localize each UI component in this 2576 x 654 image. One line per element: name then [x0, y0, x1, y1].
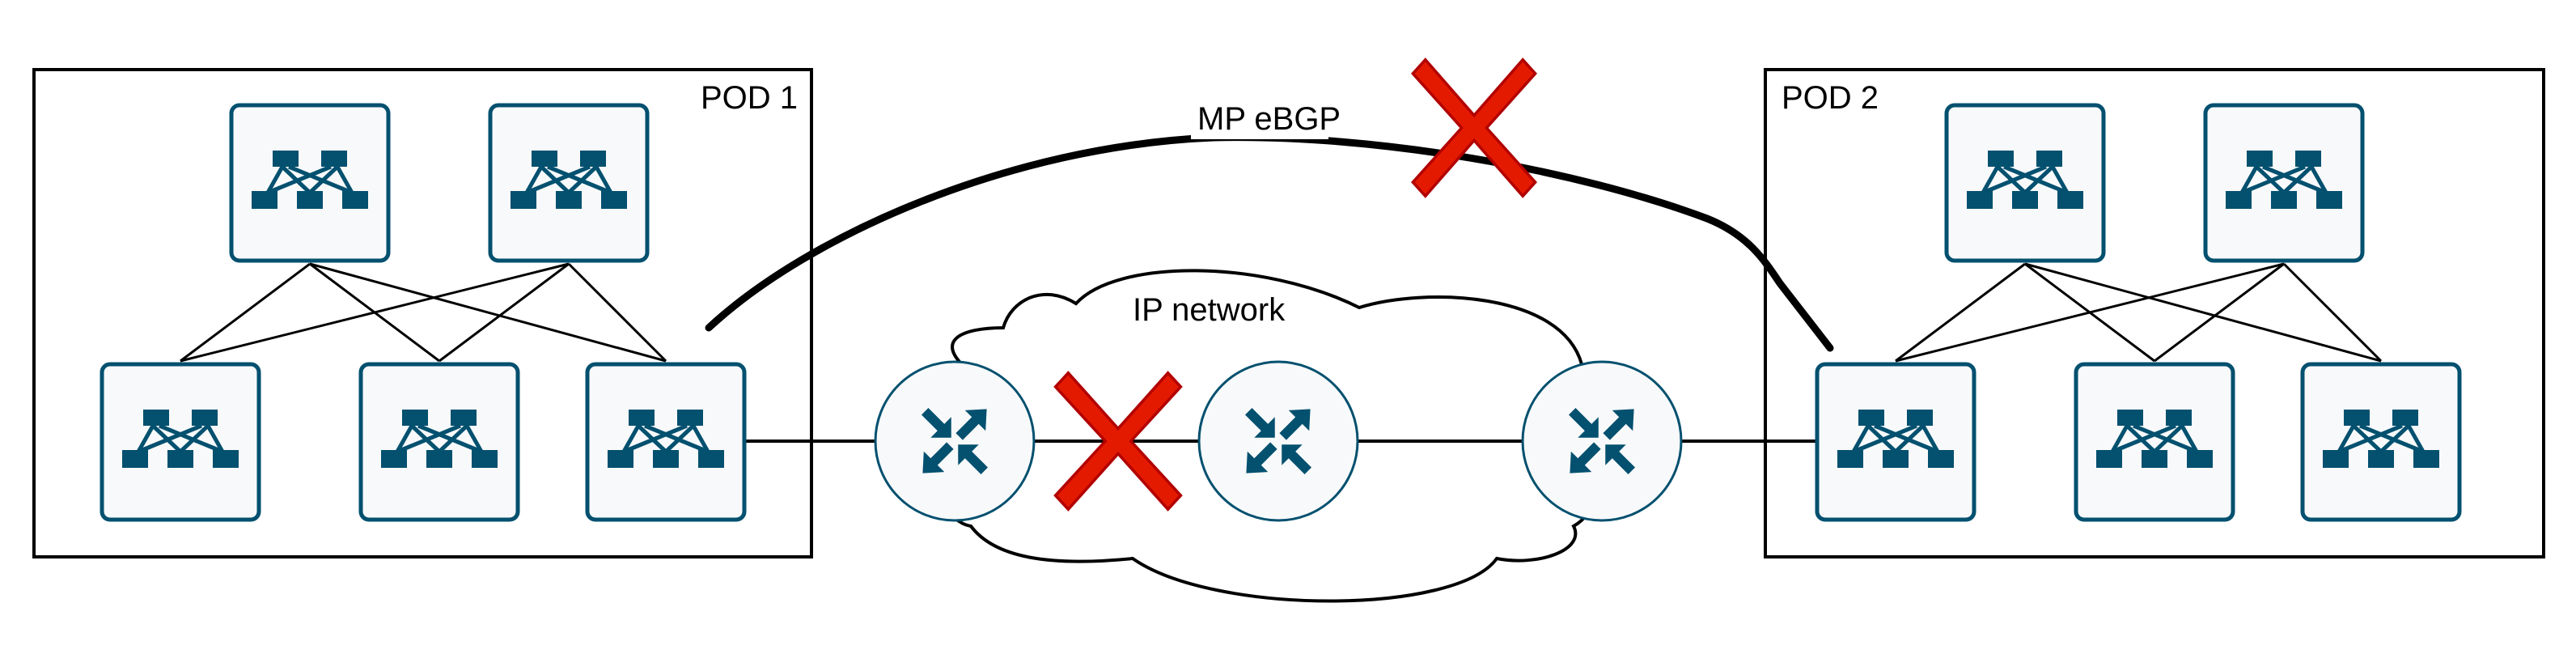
router-2: [1197, 360, 1359, 522]
pod2-label: POD 2: [1782, 80, 1879, 116]
pod2-leaf-2-switch: [2074, 362, 2235, 522]
mp-ebgp-session-line: [705, 134, 1834, 352]
pod1-leaf-1-switch: [100, 362, 261, 522]
mp-ebgp-label-bg: [1191, 97, 1328, 139]
pod2-boundary: [1764, 68, 2545, 558]
mp-ebgp-label: MP eBGP: [1197, 101, 1341, 137]
pod1-spine-1-switch: [229, 103, 391, 263]
pod1-label: POD 1: [701, 80, 798, 116]
pod1-fabric-links: [180, 262, 667, 363]
router-1: [874, 360, 1036, 522]
pod2-fabric-links: [1895, 262, 2383, 363]
pod2-spine-2-switch: [2203, 103, 2365, 263]
pod2-border-leaf-switch: [1815, 362, 1976, 522]
pod1-border-leaf-switch: [585, 362, 747, 522]
pod1-leaf-2-switch: [358, 362, 520, 522]
failed-bgp-session-x-icon: [1411, 58, 1537, 197]
ip-network-label: IP network: [1133, 292, 1286, 328]
pod2-leaf-3-switch: [2300, 362, 2462, 522]
pod1-spine-2-switch: [488, 103, 650, 263]
pod1-boundary: [32, 68, 813, 558]
pod2-spine-1-switch: [1944, 103, 2106, 263]
router-3: [1521, 360, 1683, 522]
